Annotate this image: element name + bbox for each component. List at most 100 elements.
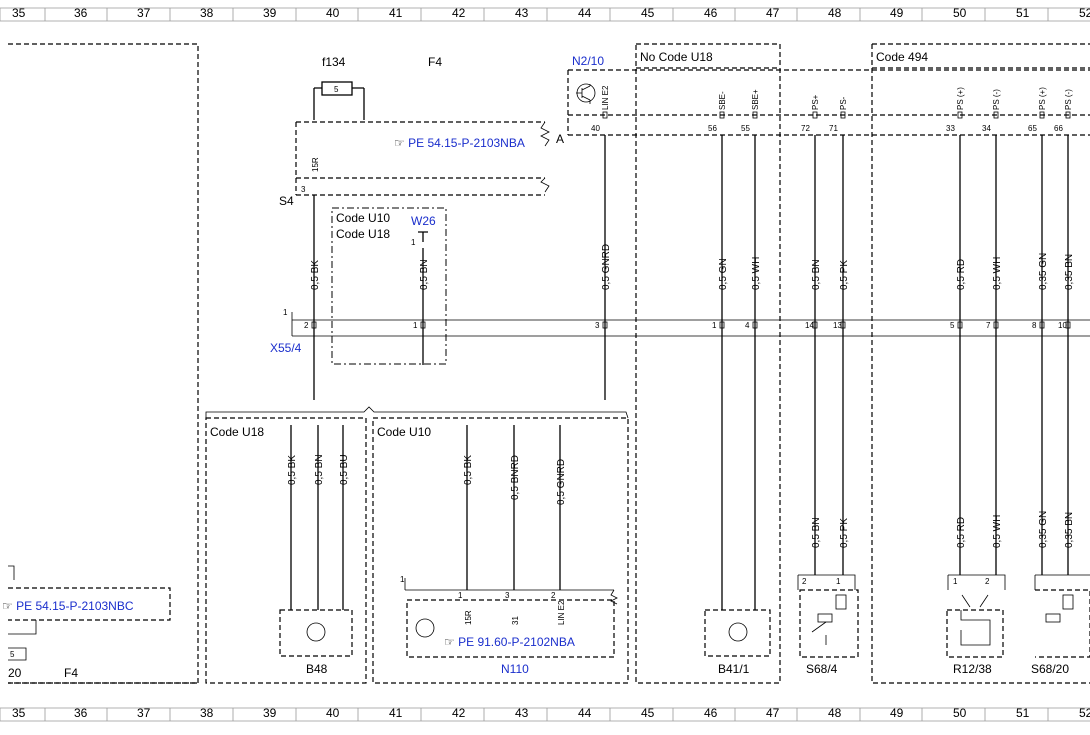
grid-number: 50 <box>953 706 967 720</box>
grid-number: 50 <box>953 6 967 20</box>
grid-number: 40 <box>326 706 340 720</box>
wire-label: 0,5 PK <box>839 518 850 548</box>
wire-label: 0,5 BNRD <box>510 455 521 500</box>
n110-pin: 2 <box>551 591 556 600</box>
wire-label: 0,35 GN <box>1038 511 1049 548</box>
grid-number: 42 <box>452 6 466 20</box>
grid-number: 51 <box>1016 6 1030 20</box>
r12-pin: 1 <box>953 577 958 586</box>
wire-label: 0,5 BU <box>339 454 350 485</box>
grid-number: 42 <box>452 706 466 720</box>
b41-transistor-icon <box>728 622 748 642</box>
n2-10-pin: 65 <box>1028 124 1037 133</box>
n2-10-pin: 71 <box>829 124 838 133</box>
grid-number: 41 <box>389 706 403 720</box>
n2-10-pin: 56 <box>708 124 717 133</box>
b48-transistor-icon <box>306 622 326 642</box>
grid-number: 49 <box>890 706 904 720</box>
s68-20-label: S68/20 <box>1031 662 1069 676</box>
x55-pin: 4 <box>745 321 750 330</box>
wire-label: 0,5 BN <box>314 454 325 485</box>
grid-number: 46 <box>704 6 718 20</box>
b48-label: B48 <box>306 662 328 676</box>
code-u18-label: Code U18 <box>210 425 264 439</box>
grid-number: 47 <box>766 6 780 20</box>
x55-pin: 5 <box>950 321 955 330</box>
r12-38-label: R12/38 <box>953 662 992 676</box>
x55-pin: 2 <box>304 321 309 330</box>
wire-label: 0,5 PK <box>839 260 850 290</box>
x55-pin: 3 <box>595 321 600 330</box>
grid-number: 51 <box>1016 706 1030 720</box>
w26-label: W26 <box>411 214 436 228</box>
x55-pin: 13 <box>833 321 842 330</box>
f4-bottom-label: F4 <box>64 666 78 680</box>
grid-number: 44 <box>578 706 592 720</box>
wire-label: 0,5 GNRD <box>601 244 612 290</box>
ref-top-link: ☞ PE 54.15-P-2103NBA <box>394 136 525 150</box>
n2-10-pin: 40 <box>591 124 600 133</box>
n110-pin-top: 1 <box>400 575 405 584</box>
n2-10-terminal: PS (-) <box>992 89 1001 110</box>
n110-transistor-icon <box>415 618 435 638</box>
fuse-pin: 5 <box>334 85 339 94</box>
wire-label: 0,35 GN <box>1038 253 1049 290</box>
grid-number: 37 <box>137 6 151 20</box>
b41-1-label: B41/1 <box>718 662 750 676</box>
wire-label: 0,5 WH <box>992 257 1003 290</box>
x55-pin: 1 <box>413 321 418 330</box>
x55-pin: 10 <box>1058 321 1067 330</box>
grid-number: 35 <box>12 6 26 20</box>
s4-pin: 3 <box>301 185 306 194</box>
grid-number: 40 <box>326 6 340 20</box>
grid-number: 38 <box>200 706 214 720</box>
n2-10-terminal: PS (-) <box>1064 89 1073 110</box>
grid-number: 52 <box>1079 6 1090 20</box>
wire-label: 0,5 RD <box>956 517 967 548</box>
fuse-f134-label: f134 <box>322 55 346 69</box>
n2-10-pin: 66 <box>1054 124 1063 133</box>
wire-label: 0,5 BN <box>419 259 430 290</box>
s4-term: 15R <box>311 157 320 172</box>
s68-4-label: S68/4 <box>806 662 838 676</box>
wire-label: 0,5 BN <box>811 259 822 290</box>
n2-10-terminal: LIN E2 <box>601 85 610 110</box>
code-u10-b: Code U18 <box>336 227 390 241</box>
wire-label: 0,35 BN <box>1064 254 1075 290</box>
ref-left-link: ☞ PE 54.15-P-2103NBC <box>2 599 134 613</box>
x55-pin1: 1 <box>283 308 288 317</box>
n110-terminal: LIN E2 <box>557 600 566 625</box>
n2-10-pin: 72 <box>801 124 810 133</box>
wire-label: 0,5 GN <box>718 258 729 290</box>
s68-pin: 1 <box>836 577 841 586</box>
n110-terminal: 31 <box>511 616 520 625</box>
grid-number: 47 <box>766 706 780 720</box>
grid-number: 49 <box>890 6 904 20</box>
grid-number: 41 <box>389 6 403 20</box>
n2-10-terminal: PS+ <box>811 94 820 110</box>
s4-label: S4 <box>279 194 294 208</box>
code-u10-label: Code U10 <box>377 425 431 439</box>
grid-number: 44 <box>578 6 592 20</box>
x55-pin: 1 <box>712 321 717 330</box>
grid-number: 39 <box>263 706 277 720</box>
grid-number: 52 <box>1079 706 1090 720</box>
grid-number: 43 <box>515 6 529 20</box>
wire-label: 0,5 GNRD <box>556 459 567 505</box>
r12-pin: 2 <box>985 577 990 586</box>
n2-10-terminal: PS- <box>839 96 848 110</box>
x55-pin: 8 <box>1032 321 1037 330</box>
code-494-label: Code 494 <box>876 50 928 64</box>
n110-label: N110 <box>501 662 529 676</box>
grid-number: 48 <box>828 706 842 720</box>
n110-pin: 1 <box>458 591 463 600</box>
grid-number: 46 <box>704 706 718 720</box>
grid-number: 35 <box>12 706 26 720</box>
grid-number: 43 <box>515 706 529 720</box>
wire-label: 0,5 RD <box>956 259 967 290</box>
x55-pin: 7 <box>986 321 991 330</box>
grid-number: 39 <box>263 6 277 20</box>
